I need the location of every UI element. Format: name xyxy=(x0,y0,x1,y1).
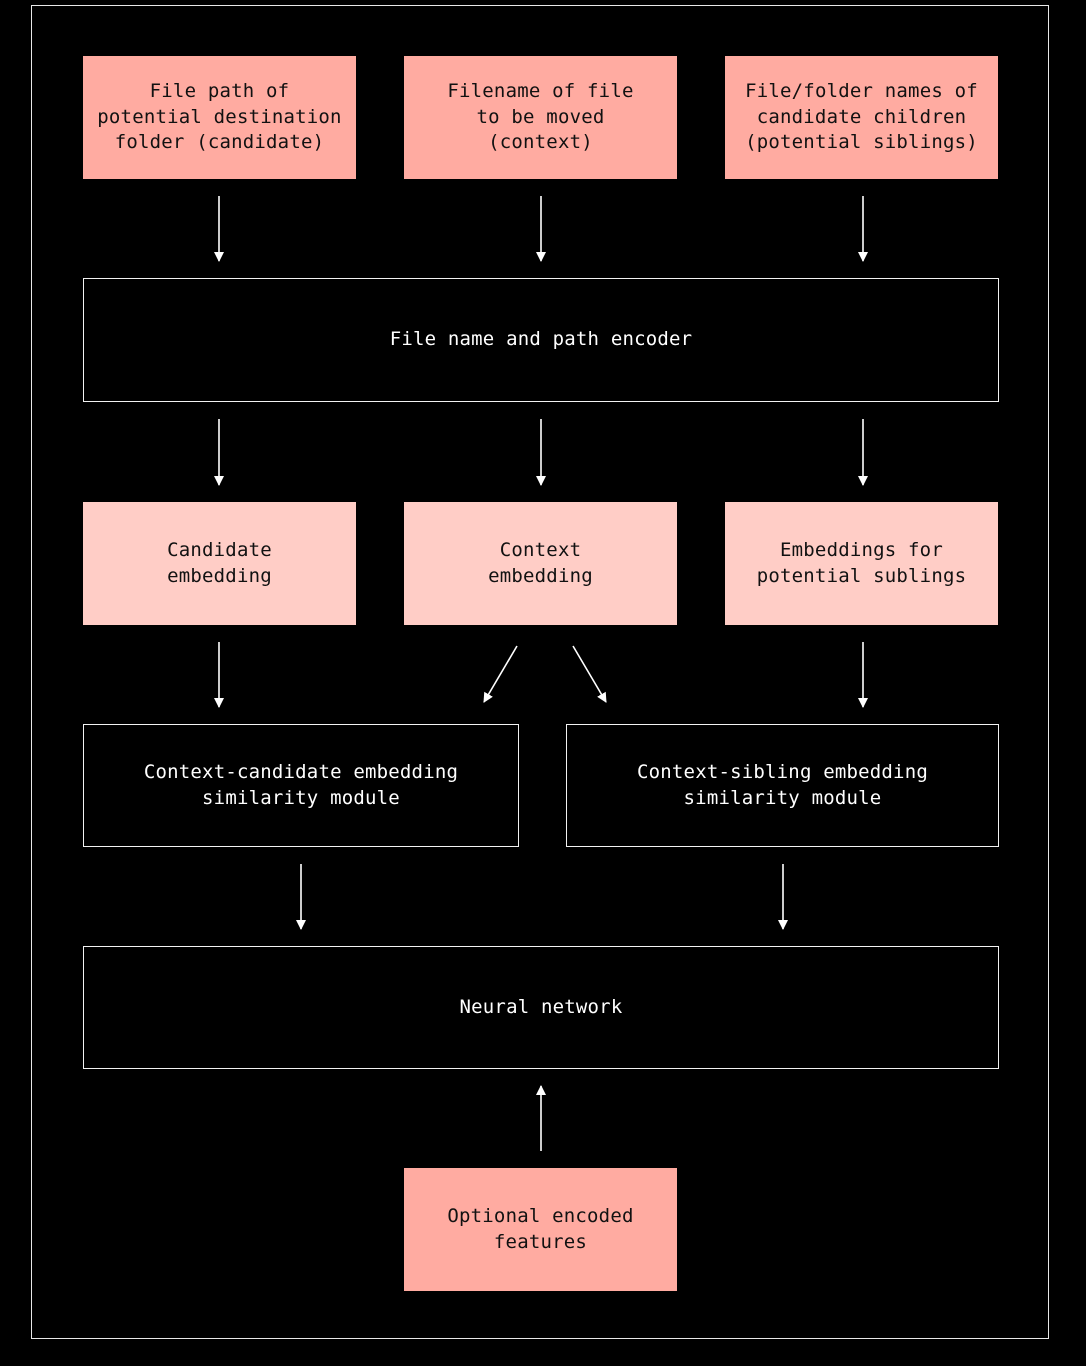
candidate-path-input-box: File path of potential destination folde… xyxy=(83,56,356,179)
sibling-embeddings-label: Embeddings for potential sublings xyxy=(756,539,967,587)
context-embedding-box: Context embedding xyxy=(404,502,677,625)
filename-label: Filename of file to be moved (context) xyxy=(447,80,634,154)
children-names-input-box: File/folder names of candidate children … xyxy=(725,56,998,179)
diagram-frame xyxy=(31,5,1049,1339)
neural-network-label: Neural network xyxy=(459,995,623,1018)
arrow-context-to-sibling-similarity xyxy=(572,645,607,703)
filename-input-box: Filename of file to be moved (context) xyxy=(404,56,677,179)
candidate-path-label: File path of potential destination folde… xyxy=(97,80,342,154)
encoder-box: File name and path encoder xyxy=(83,278,999,402)
children-names-label: File/folder names of candidate children … xyxy=(745,80,978,154)
neural-network-box: Neural network xyxy=(83,946,999,1069)
candidate-embedding-label: Candidate embedding xyxy=(167,539,272,587)
context-embedding-label: Context embedding xyxy=(488,539,593,587)
optional-features-box: Optional encoded features xyxy=(404,1168,677,1291)
context-candidate-similarity-label: Context-candidate embedding similarity m… xyxy=(143,761,459,809)
context-sibling-similarity-box: Context-sibling embedding similarity mod… xyxy=(566,724,999,847)
sibling-embeddings-box: Embeddings for potential sublings xyxy=(725,502,998,625)
arrow-context-to-candidate-similarity xyxy=(483,645,518,703)
encoder-label: File name and path encoder xyxy=(389,328,693,351)
optional-features-label: Optional encoded features xyxy=(447,1205,634,1253)
context-sibling-similarity-label: Context-sibling embedding similarity mod… xyxy=(637,761,928,809)
candidate-embedding-box: Candidate embedding xyxy=(83,502,356,625)
context-candidate-similarity-box: Context-candidate embedding similarity m… xyxy=(83,724,519,847)
